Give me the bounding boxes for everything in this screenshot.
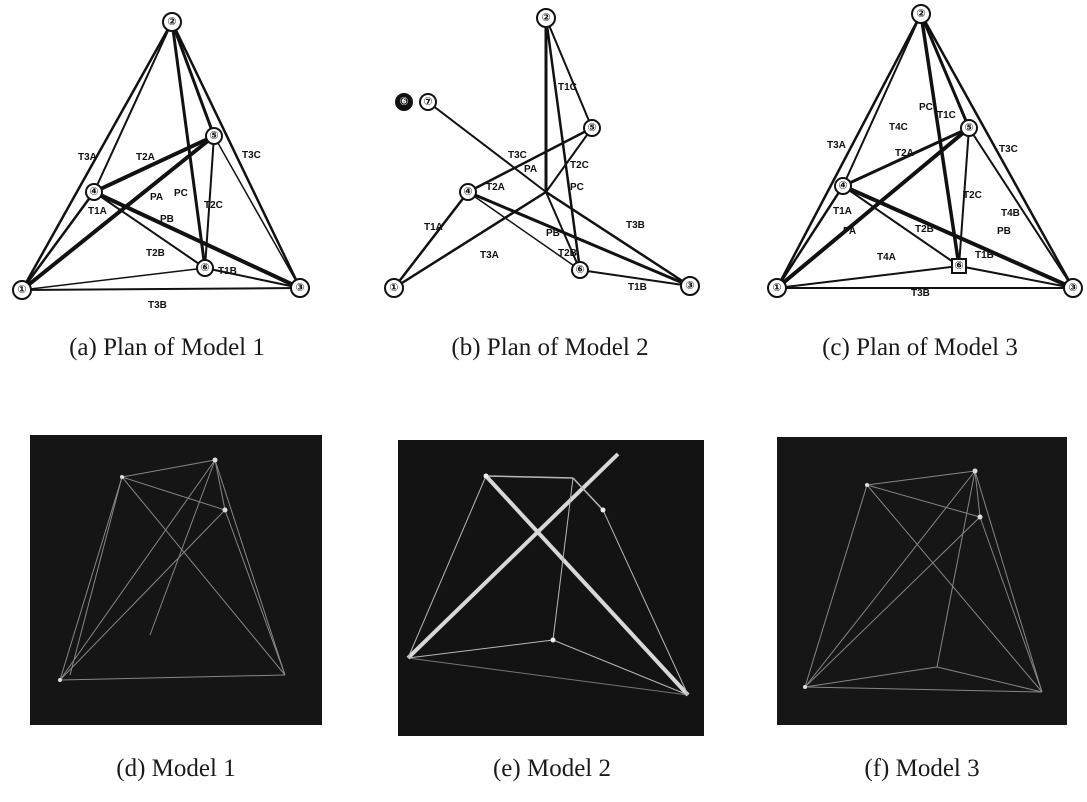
node-label-1: ① <box>17 284 26 296</box>
member-label: T3C <box>508 150 527 161</box>
node-label-3: ③ <box>685 280 694 292</box>
member-label: T3B <box>911 288 930 299</box>
member-label: T2B <box>915 224 934 235</box>
member-label: PB <box>546 228 560 239</box>
plan-model-2-diagram: ② ① ③ ④ ⑤ ⑥ ⑥ ⑦ T1C T3C T2C PA T2A PC T1… <box>384 8 700 298</box>
member-label: T1A <box>424 222 443 233</box>
member-label: T1C <box>937 110 956 121</box>
node-label-3: ③ <box>1068 282 1077 294</box>
member-label: PB <box>160 214 174 225</box>
model-1-photo <box>30 435 322 725</box>
member-label: T2B <box>558 248 577 259</box>
node-label-3: ③ <box>295 282 304 294</box>
member-label: T3A <box>480 250 499 261</box>
node-label-6-offset: ⑥ <box>399 96 408 108</box>
node-label-5: ⑤ <box>209 130 218 142</box>
node-label-4: ④ <box>463 186 472 198</box>
member-label: PC <box>570 182 584 193</box>
node-label-2: ② <box>541 12 550 24</box>
member-label: T2A <box>895 148 914 159</box>
node-label-5: ⑤ <box>587 122 596 134</box>
plan-model-3-diagram: ① ② ③ ④ ⑤ ⑥ PC T1C T4C T3A T2A T3C T2C T… <box>767 4 1083 299</box>
model-1-structure <box>58 457 286 682</box>
node-label-2: ② <box>916 8 925 20</box>
member-label: T1C <box>558 82 577 93</box>
member-label: PA <box>150 192 163 203</box>
node-label-4: ④ <box>838 180 847 192</box>
node-label-1: ① <box>772 282 781 294</box>
member-label: PC <box>919 102 933 113</box>
caption-d: (d) Model 1 <box>116 755 236 782</box>
node-label-6: ⑥ <box>200 262 209 274</box>
member-label: T2C <box>204 200 223 211</box>
member-label: PC <box>174 188 188 199</box>
member-label: T3A <box>827 140 846 151</box>
member-label: T1B <box>975 250 994 261</box>
member-label: T4B <box>1001 208 1020 219</box>
caption-c: (c) Plan of Model 3 <box>822 334 1018 361</box>
node-label-1: ① <box>389 282 398 294</box>
member-label: T1A <box>88 206 107 217</box>
member-label: PB <box>997 226 1011 237</box>
member-label: T4A <box>877 252 896 263</box>
member-label: T2C <box>963 190 982 201</box>
member-label: T3C <box>999 144 1018 155</box>
model-2-photo <box>398 440 704 736</box>
node-markers <box>12 12 310 300</box>
node-label-6: ⑥ <box>575 264 584 276</box>
member-label: PA <box>843 226 856 237</box>
member-label: PA <box>524 164 537 175</box>
member-label: T2C <box>570 160 589 171</box>
member-label: T3A <box>78 152 97 163</box>
member-label: T2A <box>136 152 155 163</box>
caption-a: (a) Plan of Model 1 <box>69 334 265 361</box>
member-label: T1A <box>833 206 852 217</box>
member-label: T4C <box>889 122 908 133</box>
member-label: T3B <box>626 220 645 231</box>
model-3-photo <box>777 437 1067 725</box>
plan-model-1-diagram: ① ② ③ ④ ⑤ ⑥ T3A T2A T1A PA PC T2C T3C PB… <box>12 12 310 310</box>
member-label: T2A <box>486 182 505 193</box>
member-label: T1B <box>218 266 237 277</box>
caption-f: (f) Model 3 <box>864 755 980 782</box>
model-3-structure <box>803 468 1043 693</box>
member-label: T2B <box>146 248 165 259</box>
node-label-5: ⑤ <box>964 122 973 134</box>
member-label: T3B <box>148 300 167 310</box>
node-label-4: ④ <box>89 186 98 198</box>
caption-e: (e) Model 2 <box>492 755 612 782</box>
caption-b: (b) Plan of Model 2 <box>451 334 649 361</box>
member-label: T1B <box>628 282 647 293</box>
member-label: T3C <box>242 150 261 161</box>
node-label-7: ⑦ <box>423 96 432 108</box>
node-label-2: ② <box>167 16 176 28</box>
node-label-6: ⑥ <box>954 260 963 272</box>
model-2-structure <box>406 452 690 697</box>
